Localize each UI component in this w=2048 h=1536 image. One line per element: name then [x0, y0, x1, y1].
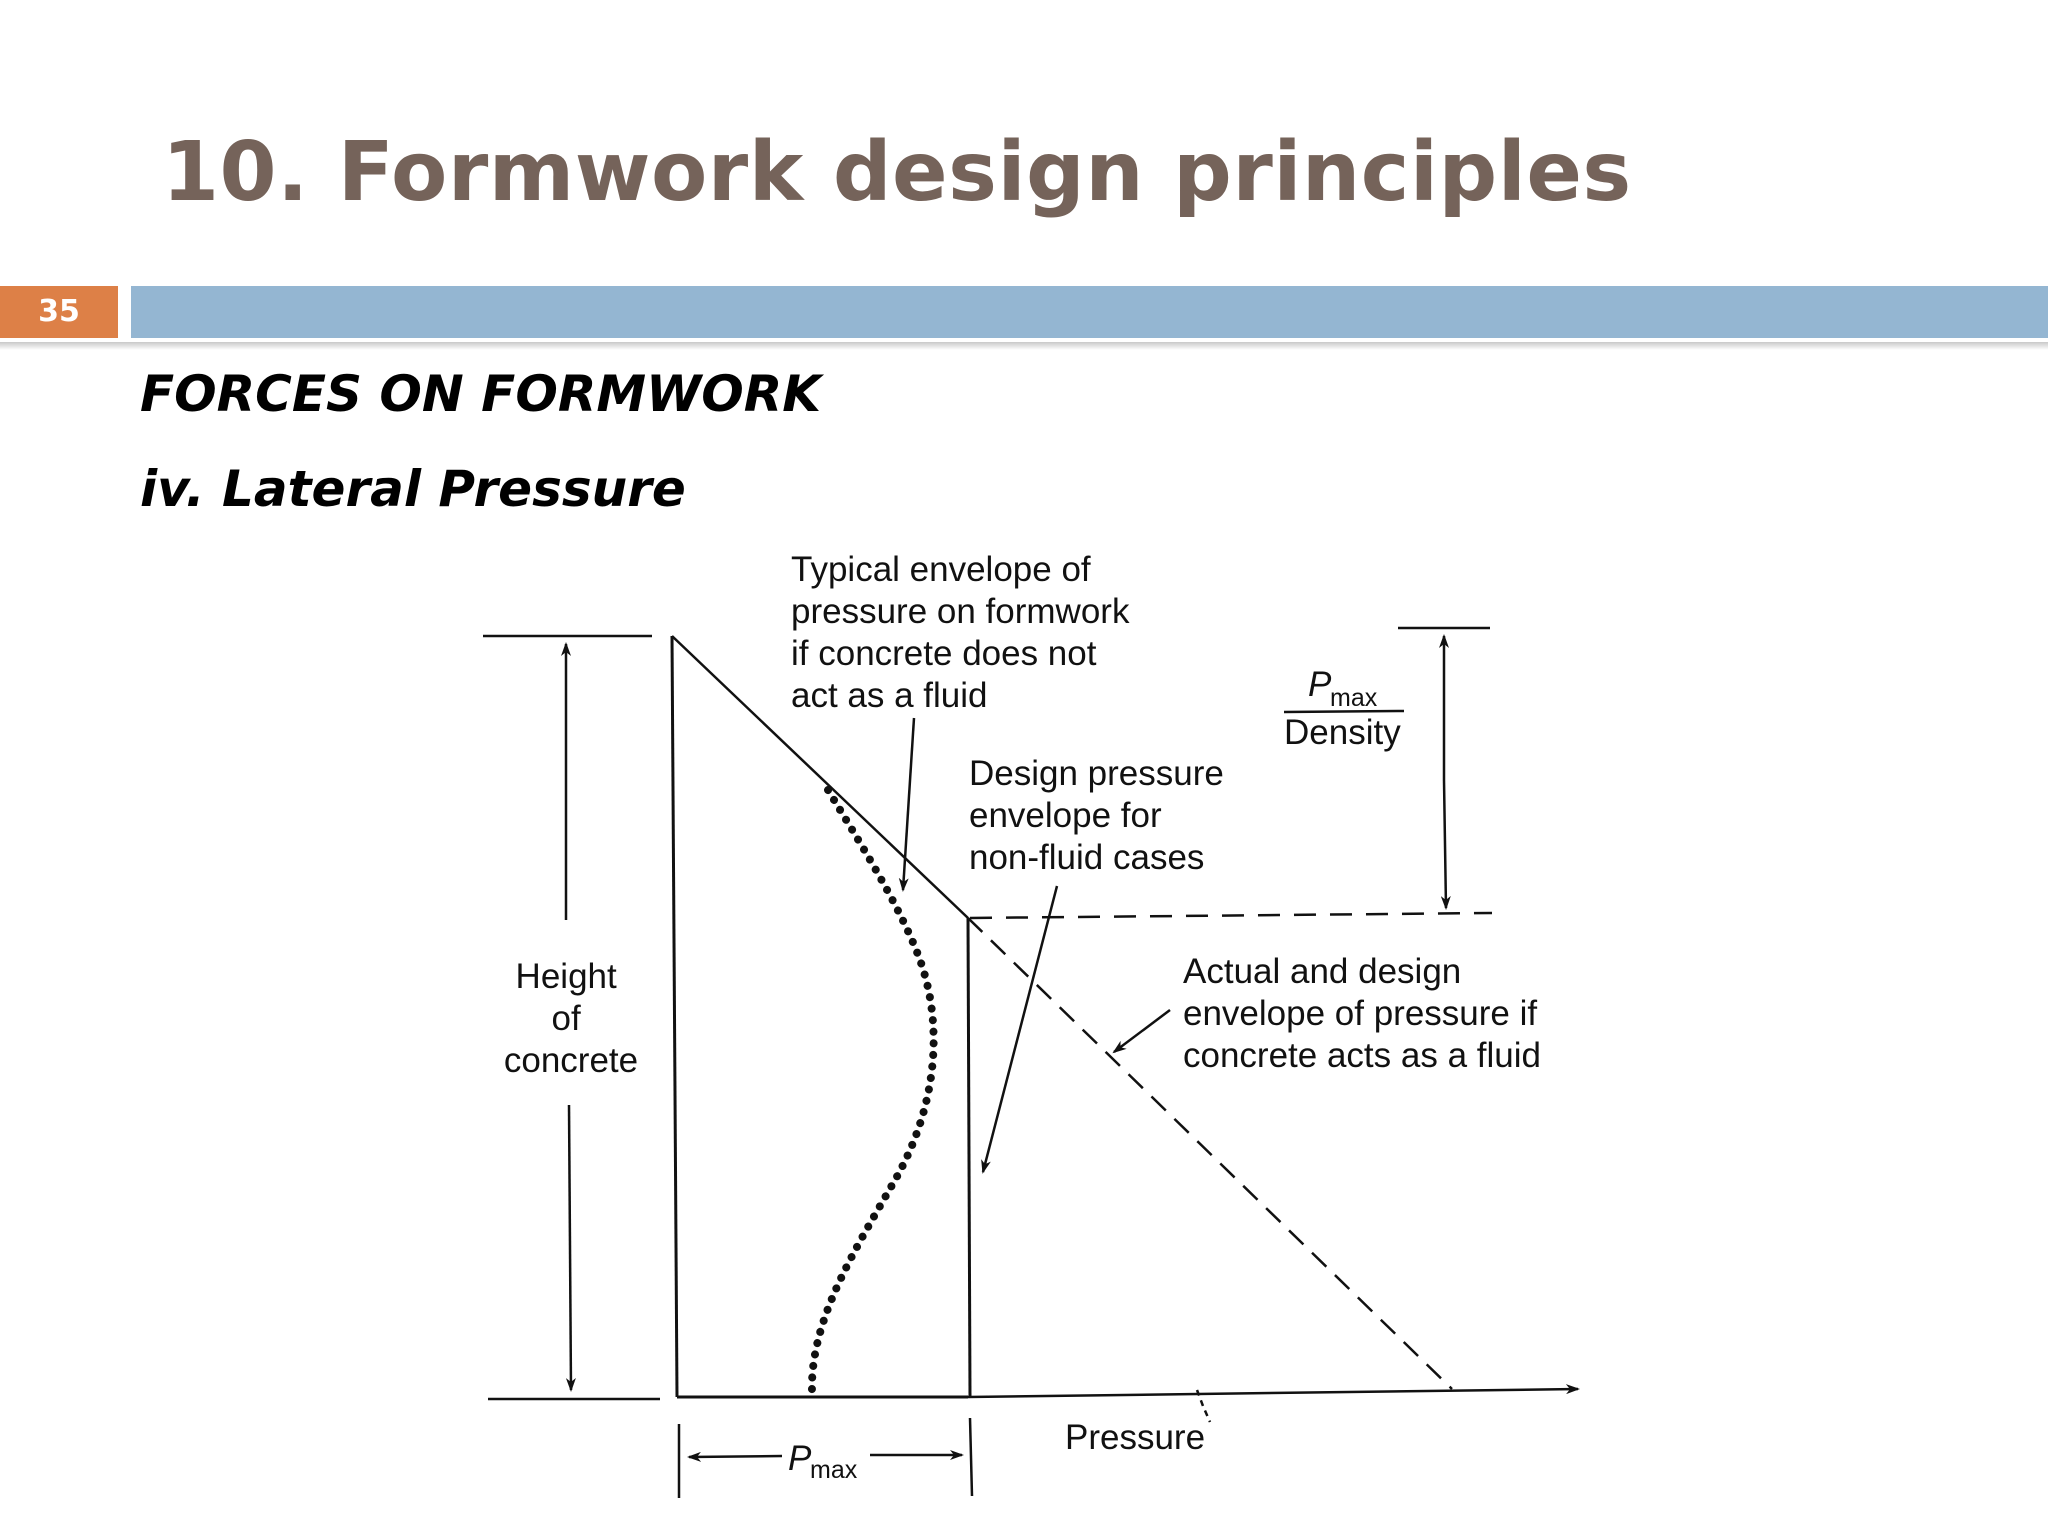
- typical-envelope-dotted-curve: [807, 786, 938, 1396]
- fluid-envelope-label: Actual and design envelope of pressure i…: [1183, 952, 1547, 1075]
- pmax-right-tick: [968, 1417, 974, 1497]
- fluid-envelope-leader-arrow: [1112, 1009, 1171, 1054]
- pmax-density-fraction-bar: [1283, 709, 1405, 714]
- design-envelope-vertical-line: [966, 917, 972, 1398]
- sub-heading: iv. Lateral Pressure: [140, 460, 686, 518]
- pressure-axis: [967, 1384, 1580, 1399]
- pressure-label-leader: [1195, 1389, 1212, 1423]
- slide-number-badge: 35: [0, 286, 118, 338]
- pressure-axis-label: Pressure: [1065, 1418, 1205, 1457]
- pmax-density-denominator: Density: [1284, 713, 1401, 752]
- height-arrow-down: [565, 1104, 576, 1392]
- header-bar: [131, 286, 2048, 338]
- design-envelope-label: Design pressure envelope for non-fluid c…: [969, 754, 1234, 877]
- header-shadow: [0, 342, 2048, 350]
- section-heading: FORCES ON FORMWORK: [140, 365, 822, 423]
- pmax-label-subscript: max: [810, 1456, 858, 1484]
- formwork-face-line: [670, 635, 679, 1398]
- height-label: Height of concrete: [504, 957, 638, 1080]
- slide-title: 10. Formwork design principles: [162, 125, 1632, 220]
- fluid-envelope-dashed-line: [967, 917, 1453, 1390]
- pmax-density-numerator-subscript: max: [1330, 684, 1378, 712]
- hydrostatic-slope-line: [671, 635, 969, 919]
- design-envelope-leader-arrow: [981, 885, 1059, 1174]
- pmax-label-symbol: P: [788, 1439, 812, 1478]
- pmax-density-dashed-level-line: [969, 911, 1493, 920]
- pmax-density-arrow-down: [1440, 779, 1451, 910]
- typical-envelope-label: Typical envelope of pressure on formwork…: [791, 550, 1139, 715]
- pmax-arrow-left: [687, 1451, 783, 1462]
- typical-envelope-leader-arrow: [898, 717, 916, 892]
- pmax-density-numerator: P: [1308, 665, 1332, 704]
